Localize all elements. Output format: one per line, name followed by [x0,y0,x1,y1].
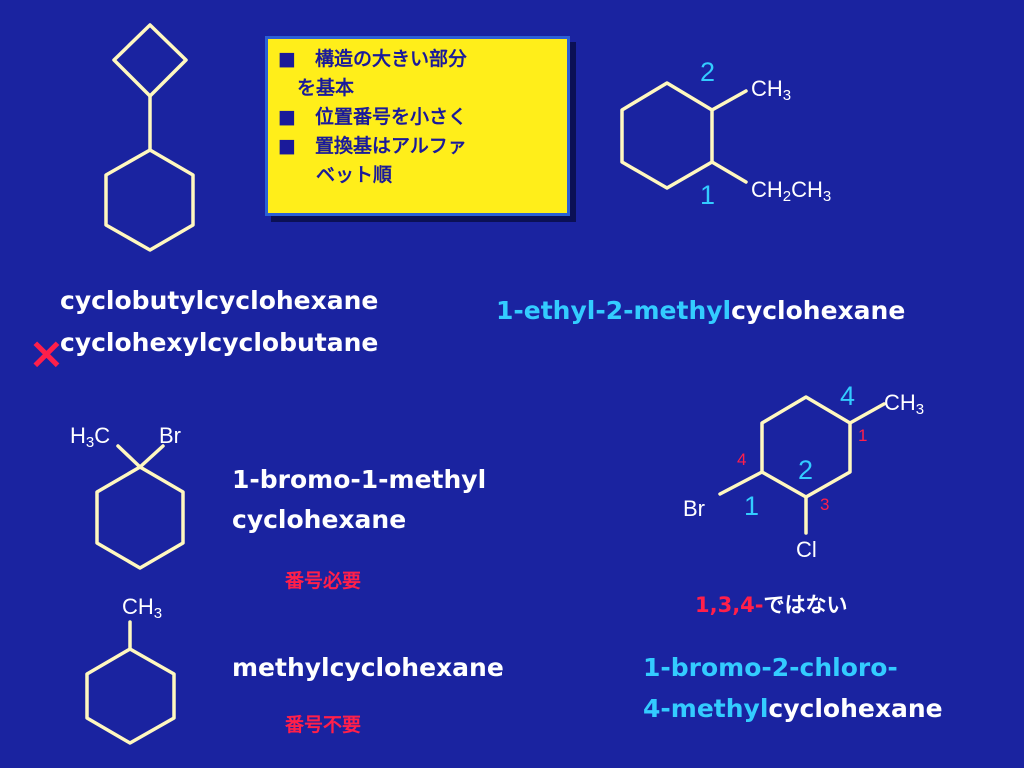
ethyl-bond [710,160,748,184]
note-number-required: 番号必要 [285,570,362,592]
wrong-mark-icon: × [28,328,65,379]
position-number-1: 1 [700,180,716,210]
cyclohexane-ring-2 [620,81,714,190]
position-number-2: 2 [700,57,716,87]
methyl-label: CH3 [751,76,792,104]
name-1-ethyl-2-methylcyclohexane: 1-ethyl-2-methylcyclohexane [496,296,906,325]
name-1-bromo-1-methyl: 1-bromo-1-methyl [232,465,487,494]
not-134-note: 1,3,4-ではない [695,593,848,617]
cyclohexane-ring-1 [104,148,195,252]
name-1-bromo-2-chloro: 1-bromo-2-chloro- [643,653,898,682]
rule-line-5: ベット順 [278,164,393,186]
bromine-label: Br [159,423,181,448]
rule-line-2: を基本 [278,77,355,99]
methyl-bond [710,89,748,112]
wrong-number-4: 4 [737,450,747,469]
ethyl-label: CH2CH3 [751,177,832,205]
name-4-methylcyclohexane: 4-methylcyclohexane [643,694,943,723]
rules-box: ■ 構造の大きい部分 を基本 ■ 位置番号を小さく ■ 置換基はアルファ ベット… [265,36,570,216]
rule-line-3: ■ 位置番号を小さく [278,106,467,128]
cyclobutane-ring [112,23,188,98]
rule-line-4: ■ 置換基はアルファ [278,135,467,157]
name-cyclobutylcyclohexane: cyclobutylcyclohexane [60,286,379,315]
h3c-label: H3C [70,423,111,451]
wrong-number-3: 3 [820,495,830,514]
chlorine-label: Cl [796,537,817,562]
name-cyclohexane: cyclohexane [232,505,407,534]
br-wedge-bond [718,470,764,496]
name-cyclohexylcyclobutane: cyclohexylcyclobutane [60,328,379,357]
cyclohexane-ring-4 [85,647,176,745]
methyl-label-2: CH3 [122,594,163,622]
rule-line-1: ■ 構造の大きい部分 [278,48,467,70]
position-number-4: 4 [840,381,856,411]
h3c-bond [116,444,142,469]
note-number-unneeded: 番号不要 [285,714,362,736]
br-bond [138,444,165,469]
ch3-bond [848,402,886,425]
methyl-label-3: CH3 [884,390,925,418]
cyclohexane-ring-3 [95,465,185,570]
wrong-number-1: 1 [858,426,868,445]
name-methylcyclohexane: methylcyclohexane [232,653,504,682]
position-number-1b: 1 [744,491,760,521]
bromine-label-2: Br [683,496,705,521]
position-number-2b: 2 [798,455,814,485]
